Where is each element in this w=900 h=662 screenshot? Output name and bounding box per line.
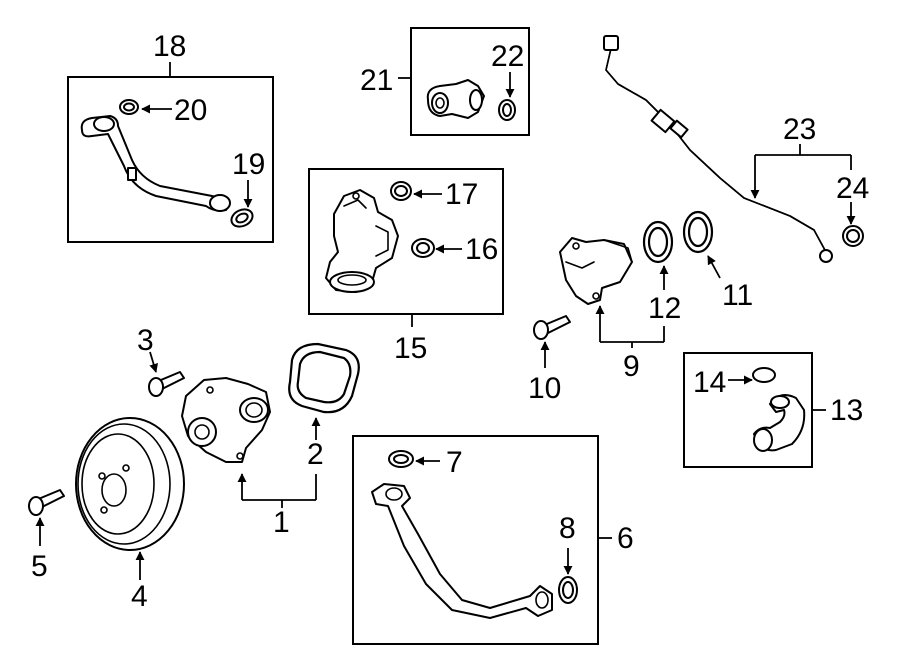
part-10-bolt (533, 315, 571, 368)
water-outlet-9 (559, 237, 633, 305)
callout-17: 17 (445, 178, 478, 211)
harness-end-fitting (819, 249, 833, 263)
callout-2: 2 (307, 438, 324, 471)
callout-14: 14 (693, 366, 726, 399)
pump-hub (187, 417, 217, 447)
group-21-coolant-outlet (398, 27, 530, 136)
gasket-11 (682, 210, 714, 254)
pump-pulley-4 (75, 417, 185, 551)
group-23-harness (603, 35, 864, 263)
pump-gasket-2 (288, 342, 360, 414)
gasket-12 (642, 220, 674, 264)
callout-6: 6 (617, 522, 634, 555)
callout-10: 10 (528, 372, 561, 405)
part-4-pulley (75, 417, 185, 580)
o-ring-7 (388, 450, 414, 468)
harness-connector (603, 35, 619, 51)
o-ring-19 (230, 208, 254, 228)
callout-12: 12 (648, 292, 681, 325)
hose-end (753, 428, 773, 452)
callout-1: 1 (273, 506, 290, 539)
callout-19: 19 (232, 148, 265, 181)
callout-18: 18 (153, 30, 186, 63)
callout-7: 7 (446, 446, 463, 479)
callout-3: 3 (137, 324, 154, 357)
o-ring-8 (558, 576, 578, 604)
o-ring-17 (390, 181, 412, 201)
callout-21: 21 (360, 64, 393, 97)
group-9-outlet-gaskets (559, 210, 721, 348)
tube-end-fitting (209, 194, 231, 212)
callout-22: 22 (491, 40, 524, 73)
coolant-pipe-6 (371, 483, 553, 619)
o-ring-24 (842, 225, 864, 247)
tube-end-fitting (93, 116, 115, 132)
callout-16: 16 (465, 233, 498, 266)
callout-labels: 1 2 3 4 5 6 7 8 9 10 11 12 13 14 15 16 1… (31, 30, 869, 613)
o-ring-16 (411, 238, 435, 258)
part-5-bolt (28, 489, 65, 546)
callout-11: 11 (722, 279, 753, 312)
tube-bracket (127, 167, 137, 181)
callout-4: 4 (131, 580, 148, 613)
o-ring-22 (498, 99, 516, 121)
callout-9: 9 (623, 350, 640, 383)
callout-24: 24 (836, 172, 869, 205)
thermostat-housing (325, 189, 399, 293)
callout-20: 20 (174, 94, 207, 127)
harness-clip (650, 108, 676, 134)
group-15-thermostat-housing (308, 168, 504, 327)
callout-5: 5 (31, 550, 48, 583)
group-18-coolant-tube (67, 62, 274, 243)
group-box-21 (410, 27, 530, 136)
o-ring-20 (119, 99, 139, 115)
callout-23: 23 (783, 113, 816, 146)
outlet-port (431, 92, 449, 114)
group-1-water-pump (181, 342, 360, 508)
o-ring-14 (752, 367, 776, 383)
group-box-15 (308, 168, 504, 315)
callout-15: 15 (394, 332, 427, 365)
group-box-6 (352, 435, 599, 645)
group-6-coolant-pipe (352, 435, 612, 645)
part-3-bolt (148, 351, 185, 397)
harness-cable-outer (605, 43, 827, 253)
callout-13: 13 (830, 394, 863, 427)
callout-8: 8 (559, 512, 576, 545)
group-13-hose (683, 352, 826, 468)
